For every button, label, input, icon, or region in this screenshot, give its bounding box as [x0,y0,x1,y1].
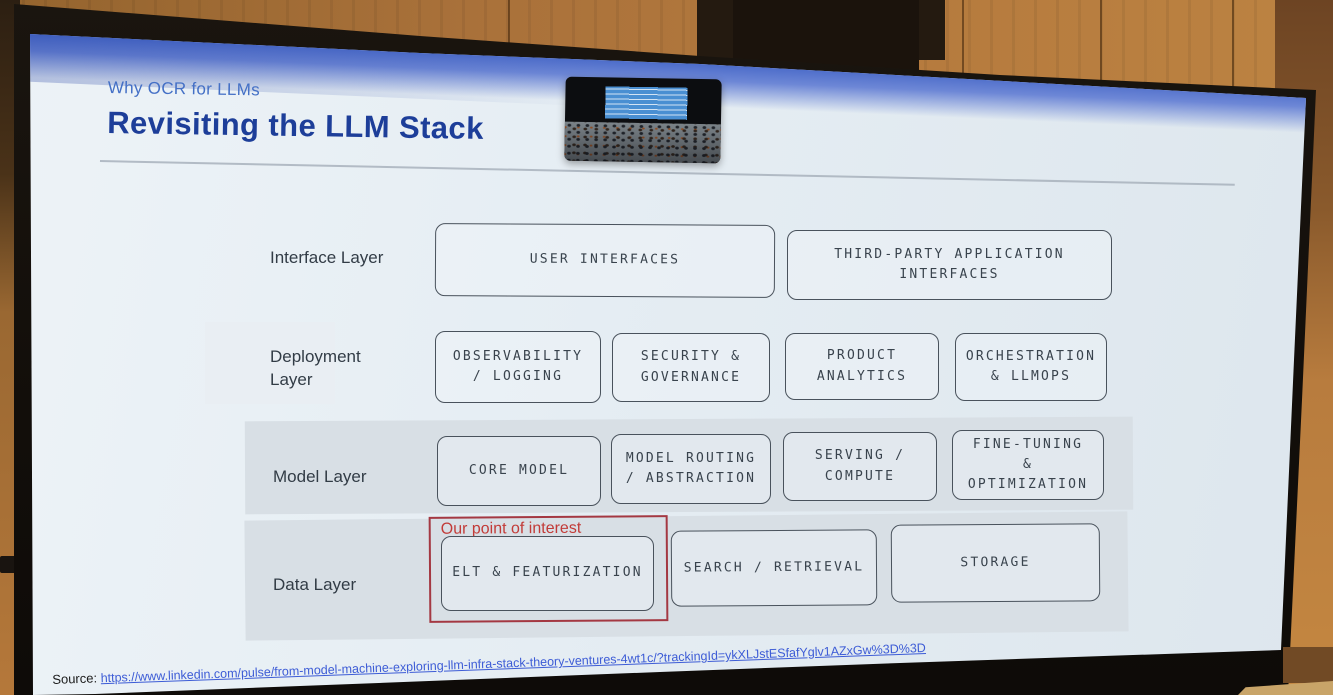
stack-box-core-model: CORE MODEL [437,436,601,506]
title-divider [99,160,1235,186]
slide-title: Revisiting the LLM Stack [107,104,485,146]
stack-box-search-retrieval: SEARCH / RETRIEVAL [670,529,878,607]
stack-box-storage: STORAGE [890,523,1101,603]
wall-seam [1232,0,1234,95]
layer-label-model: Model Layer [273,467,367,486]
stack-box-serving: SERVING / COMPUTE [783,432,937,501]
layer-label-interface: Interface Layer [270,248,384,267]
stack-box-fine-tuning: FINE-TUNING & OPTIMIZATION [952,430,1104,500]
layer-label-deployment: Deployment Layer [270,347,361,389]
stack-box-observability: OBSERVABILITY / LOGGING [435,331,601,403]
thumbnail-projector-screen [602,83,691,123]
stack-box-model-routing: MODEL ROUTING / ABSTRACTION [611,434,771,504]
audience-photo-thumbnail [564,76,722,164]
layer-label-data: Data Layer [273,575,357,594]
baseboard [1283,647,1333,683]
stack-box-orchestration: ORCHESTRATION & LLMOPS [955,333,1107,401]
deployment-label-patch [205,322,335,404]
wall-seam [962,0,964,95]
stack-box-elt-featurization: ELT & FEATURIZATION [441,536,654,611]
source-label: Source: [52,670,98,687]
thumbnail-audience [564,122,721,164]
stack-box-product-analytics: PRODUCT ANALYTICS [785,333,939,400]
stack-box-security: SECURITY & GOVERNANCE [612,333,770,402]
stack-box-user-interfaces: USER INTERFACES [434,223,776,298]
title-block: Why OCR for LLMs Revisiting the LLM Stac… [107,78,484,147]
wall-seam [1100,0,1102,95]
stack-box-third-party: THIRD-PARTY APPLICATION INTERFACES [787,230,1112,300]
